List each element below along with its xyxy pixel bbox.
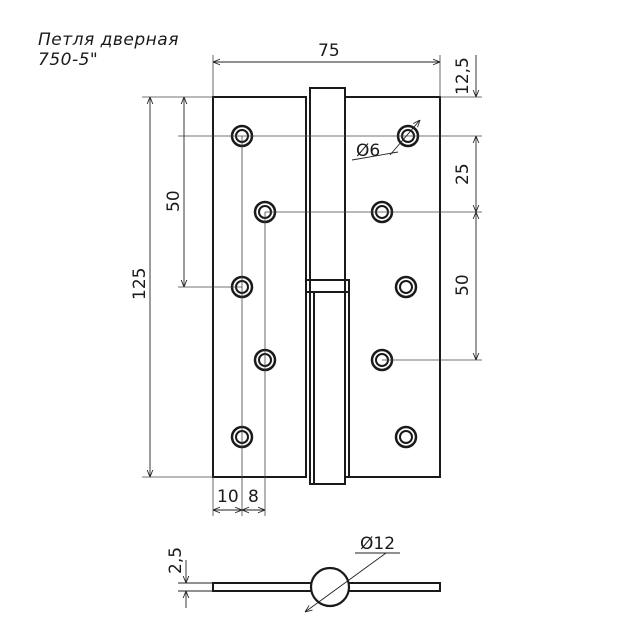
holes bbox=[230, 124, 420, 449]
side-dimension-lines bbox=[178, 552, 400, 612]
dim-knuckle-diameter: Ø12 bbox=[360, 534, 395, 554]
knuckle-joint bbox=[305, 279, 350, 293]
dim-hole-diameter: Ø6 bbox=[356, 141, 380, 161]
hinge-side-view bbox=[212, 566, 441, 608]
hinge-front-view bbox=[212, 87, 441, 485]
dim-offset-10: 10 bbox=[217, 487, 239, 507]
dim-spacing-25: 25 bbox=[453, 163, 473, 185]
hole bbox=[394, 275, 418, 299]
side-knuckle bbox=[309, 566, 351, 608]
dimension-lines bbox=[150, 55, 476, 510]
dim-spacing-50-right: 50 bbox=[453, 274, 473, 296]
hole bbox=[394, 425, 418, 449]
knuckle bbox=[309, 87, 346, 485]
dim-width: 75 bbox=[318, 41, 340, 61]
title-line-2: 750-5" bbox=[38, 50, 99, 70]
dim-offset-8: 8 bbox=[248, 487, 259, 507]
dim-top-margin: 12,5 bbox=[453, 57, 473, 95]
extension-lines bbox=[142, 55, 482, 516]
title-line-1: Петля дверная bbox=[38, 30, 179, 50]
dim-spacing-50-left: 50 bbox=[164, 190, 184, 212]
dim-thickness: 2,5 bbox=[166, 547, 186, 574]
dim-height: 125 bbox=[130, 268, 150, 300]
